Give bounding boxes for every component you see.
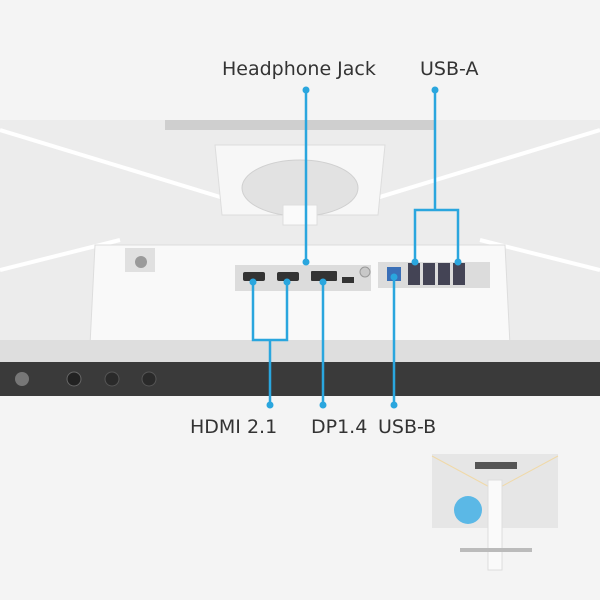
bottom-vent <box>0 340 600 362</box>
label-usb-b: USB-B <box>378 416 437 438</box>
label-headphone-jack: Headphone Jack <box>222 58 376 80</box>
displayport-icon <box>311 271 337 281</box>
control-button-icon[interactable] <box>15 372 29 386</box>
bezel <box>0 362 600 396</box>
control-button-icon[interactable] <box>104 371 120 387</box>
usb-a-port-icon <box>408 263 420 285</box>
vent-grille <box>165 120 435 130</box>
usb-a-port-icon <box>423 263 435 285</box>
hdmi-port-icon <box>277 272 299 281</box>
label-dp: DP1.4 <box>311 416 368 438</box>
inset-thumbnail <box>431 454 559 571</box>
hdmi-port-icon <box>243 272 265 281</box>
control-button-icon[interactable] <box>66 371 82 387</box>
control-button-icon[interactable] <box>141 371 157 387</box>
usb-a-port-icon <box>453 263 465 285</box>
headphone-jack-icon <box>359 266 371 278</box>
callout-lines <box>251 90 460 405</box>
label-hdmi: HDMI 2.1 <box>190 416 278 438</box>
label-usb-a: USB-A <box>420 58 479 80</box>
usb-a-port-icon <box>438 263 450 285</box>
